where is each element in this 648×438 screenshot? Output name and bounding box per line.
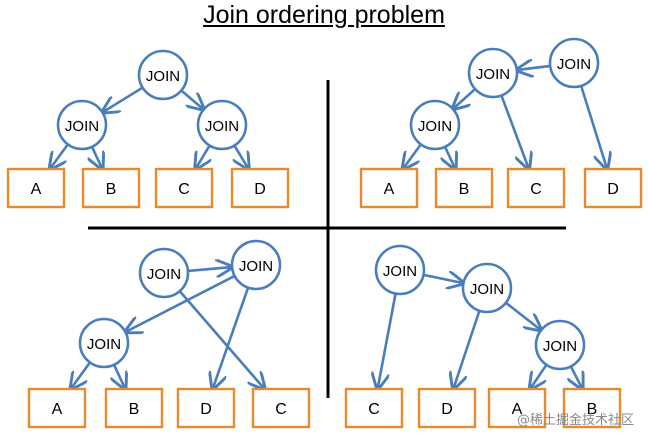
leaf-label-b: B [587, 401, 598, 418]
leaf-label-b: B [106, 181, 117, 198]
join-node-j1 [137, 49, 189, 101]
leaf-label-a: A [512, 401, 523, 418]
leaf-label-d: D [200, 401, 212, 418]
join-label: JOIN [383, 263, 417, 280]
edge-j2-c [500, 95, 528, 169]
edge-j3-b [445, 146, 455, 169]
leaf-box-d [230, 167, 290, 209]
join-label: JOIN [239, 258, 273, 275]
leaf-box-b [562, 387, 622, 429]
leaf-box-d [417, 387, 477, 429]
edge-j3-a [71, 361, 91, 389]
join-node-j3 [534, 319, 586, 371]
edge-j2-d [213, 287, 250, 389]
edge-j2-a [50, 143, 69, 169]
diagram-title: Join ordering problem [203, 1, 445, 29]
edge-j1-j2 [423, 275, 464, 283]
leaf-label-a: A [52, 401, 63, 418]
edge-j2-j3 [453, 88, 476, 109]
leaf-box-a [27, 387, 87, 429]
tree-bottom-right: JOIN JOIN JOIN C D A B [344, 244, 622, 429]
join-node-j1 [138, 247, 190, 299]
join-node-j2 [467, 47, 519, 99]
edge-j3-d [234, 144, 248, 169]
join-label: JOIN [557, 56, 591, 73]
leaf-label-b: B [459, 181, 470, 198]
join-label: JOIN [470, 281, 504, 298]
leaf-label-d: D [441, 401, 453, 418]
leaf-label-c: C [178, 181, 190, 198]
edge-j3-c [195, 144, 209, 169]
join-node-j3 [196, 99, 248, 151]
join-label: JOIN [146, 68, 180, 85]
leaf-label-d: D [607, 181, 619, 198]
edge-j1-j2 [517, 66, 551, 70]
leaf-label-d: D [254, 181, 266, 198]
leaf-box-a [6, 167, 66, 209]
edge-j2-j3 [125, 274, 236, 332]
edge-j1-d [579, 85, 607, 169]
edge-j3-b [571, 365, 582, 389]
join-node-j1 [374, 244, 426, 296]
tree-top-left: JOIN JOIN JOIN A B C D [6, 49, 290, 209]
edge-j2-d [453, 310, 481, 389]
leaf-label-b: B [129, 401, 140, 418]
join-label: JOIN [87, 336, 121, 353]
leaf-label-c: C [530, 181, 542, 198]
tree-top-right: JOIN JOIN JOIN A B C D [359, 37, 643, 209]
leaf-box-c [506, 167, 566, 209]
join-label: JOIN [205, 118, 239, 135]
join-node-j2 [461, 262, 513, 314]
join-node-j2 [230, 239, 282, 291]
edge-j1-c [378, 293, 397, 389]
leaf-box-c [154, 167, 214, 209]
leaf-label-c: C [368, 401, 380, 418]
leaf-box-d [176, 387, 236, 429]
edge-j3-a [530, 364, 548, 389]
edge-j3-b [114, 364, 125, 389]
tree-bottom-left: JOIN JOIN JOIN A B D C [27, 239, 311, 429]
leaf-box-b [104, 387, 164, 429]
leaf-label-a: A [31, 181, 42, 198]
join-label: JOIN [543, 338, 577, 355]
edge-j1-c [178, 290, 265, 389]
leaf-box-d [583, 167, 643, 209]
edge-j2-b [92, 146, 102, 169]
join-label: JOIN [147, 266, 181, 283]
join-node-j3 [78, 317, 130, 369]
join-node-j1 [548, 37, 600, 89]
leaf-box-c [344, 387, 404, 429]
leaf-label-a: A [384, 181, 395, 198]
edge-j3-a [403, 143, 422, 169]
leaf-box-a [359, 167, 419, 209]
join-label: JOIN [418, 118, 452, 135]
leaf-box-a [487, 387, 547, 429]
edge-j1-j2 [102, 86, 144, 113]
leaf-label-c: C [275, 401, 287, 418]
edge-j1-j2 [187, 267, 232, 271]
leaf-box-b [434, 167, 494, 209]
leaf-box-b [81, 167, 141, 209]
join-node-j3 [409, 99, 461, 151]
join-label: JOIN [476, 66, 510, 83]
edge-j2-j3 [505, 301, 541, 330]
leaf-box-c [251, 387, 311, 429]
join-label: JOIN [65, 118, 99, 135]
join-node-j2 [56, 99, 108, 151]
watermark: @稀土掘金技术社区 [516, 413, 634, 428]
edge-j1-j3 [180, 89, 203, 110]
